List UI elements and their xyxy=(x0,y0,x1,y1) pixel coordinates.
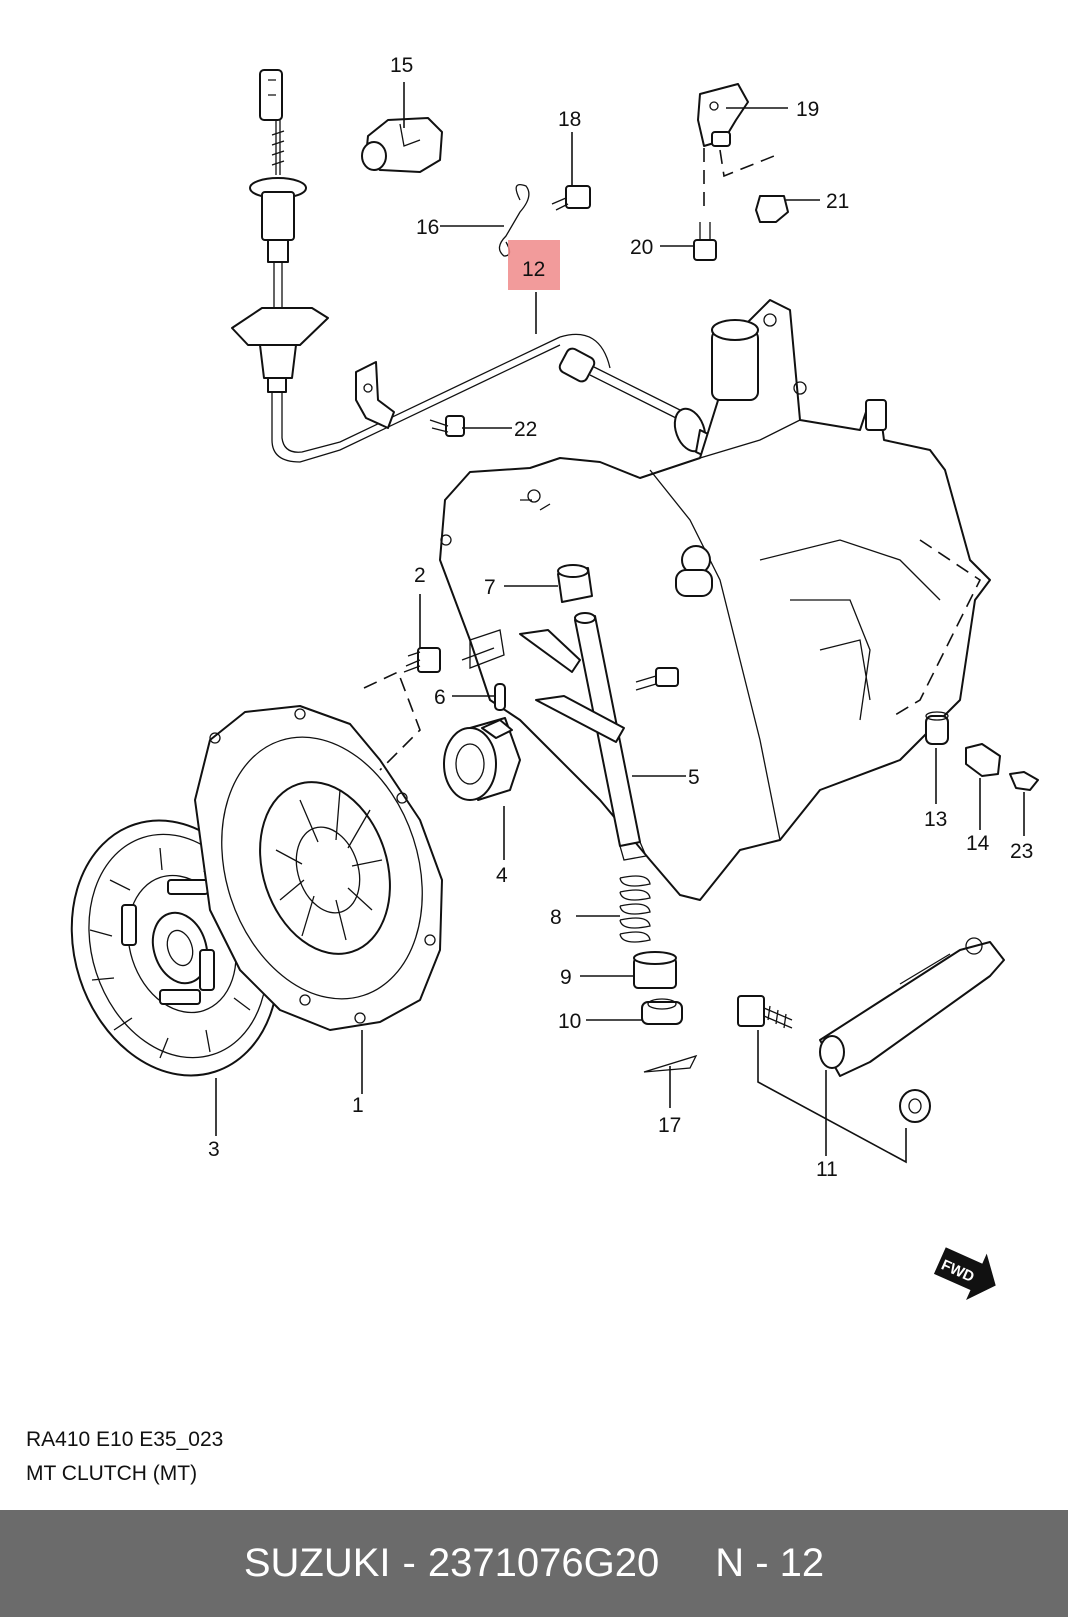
callout-labels: 1 2 3 4 5 6 7 8 9 10 11 12 13 14 15 16 1… xyxy=(208,54,1033,1181)
pin-and-bolt-drawing xyxy=(363,647,506,771)
right-small-parts-drawing xyxy=(925,711,1039,791)
callout-label: 13 xyxy=(924,808,947,831)
callout-label: 8 xyxy=(550,906,562,929)
callout-label: 14 xyxy=(966,832,990,855)
callout-label: 3 xyxy=(208,1138,220,1161)
small-parts-drawing xyxy=(361,83,789,437)
release-bearing-drawing xyxy=(443,717,521,801)
callout-label: 11 xyxy=(816,1158,838,1181)
footer-ref: N - 12 xyxy=(715,1541,825,1585)
callout-label: 21 xyxy=(826,190,849,213)
callout-label: 17 xyxy=(658,1114,681,1137)
callout-label: 6 xyxy=(434,686,446,709)
callout-label: 10 xyxy=(558,1010,581,1033)
diagram-code: RA410 E10 E35_023 xyxy=(26,1428,224,1451)
exploded-parts-diagram: 1 2 3 4 5 6 7 8 9 10 11 12 13 14 15 16 1… xyxy=(70,54,1039,1301)
callout-label: 4 xyxy=(496,864,508,887)
spring-collar-seal-drawing xyxy=(619,875,698,1073)
footer-part-number: 2371076G20 xyxy=(427,1541,660,1585)
callout-label: 23 xyxy=(1010,840,1033,863)
fwd-arrow-badge: FWD xyxy=(933,1247,996,1301)
callout-label: 22 xyxy=(514,418,537,441)
leader-lines xyxy=(215,82,1025,1156)
callout-label: 20 xyxy=(630,236,653,259)
callout-label: 19 xyxy=(796,98,819,121)
callout-12-highlight xyxy=(508,240,560,290)
callout-label: 12 xyxy=(522,258,545,281)
callout-label: 15 xyxy=(390,54,413,77)
callout-label: 18 xyxy=(558,108,581,131)
footer-bar: SUZUKI - 2371076G20 N - 12 xyxy=(0,1510,1068,1617)
transmission-housing-drawing xyxy=(439,299,991,901)
callout-label: 9 xyxy=(560,966,572,989)
release-shaft-drawing xyxy=(519,564,647,861)
callout-label: 5 xyxy=(688,766,700,789)
callout-label: 16 xyxy=(416,216,439,239)
callout-label: 7 xyxy=(484,576,496,599)
release-lever-drawing xyxy=(737,937,1005,1164)
callout-label: 1 xyxy=(352,1094,364,1117)
footer-separator: - xyxy=(402,1541,416,1585)
footer-brand: SUZUKI xyxy=(243,1541,391,1585)
pressure-plate-drawing xyxy=(194,705,443,1031)
section-title: MT CLUTCH (MT) xyxy=(26,1462,198,1485)
callout-label: 2 xyxy=(414,564,426,587)
